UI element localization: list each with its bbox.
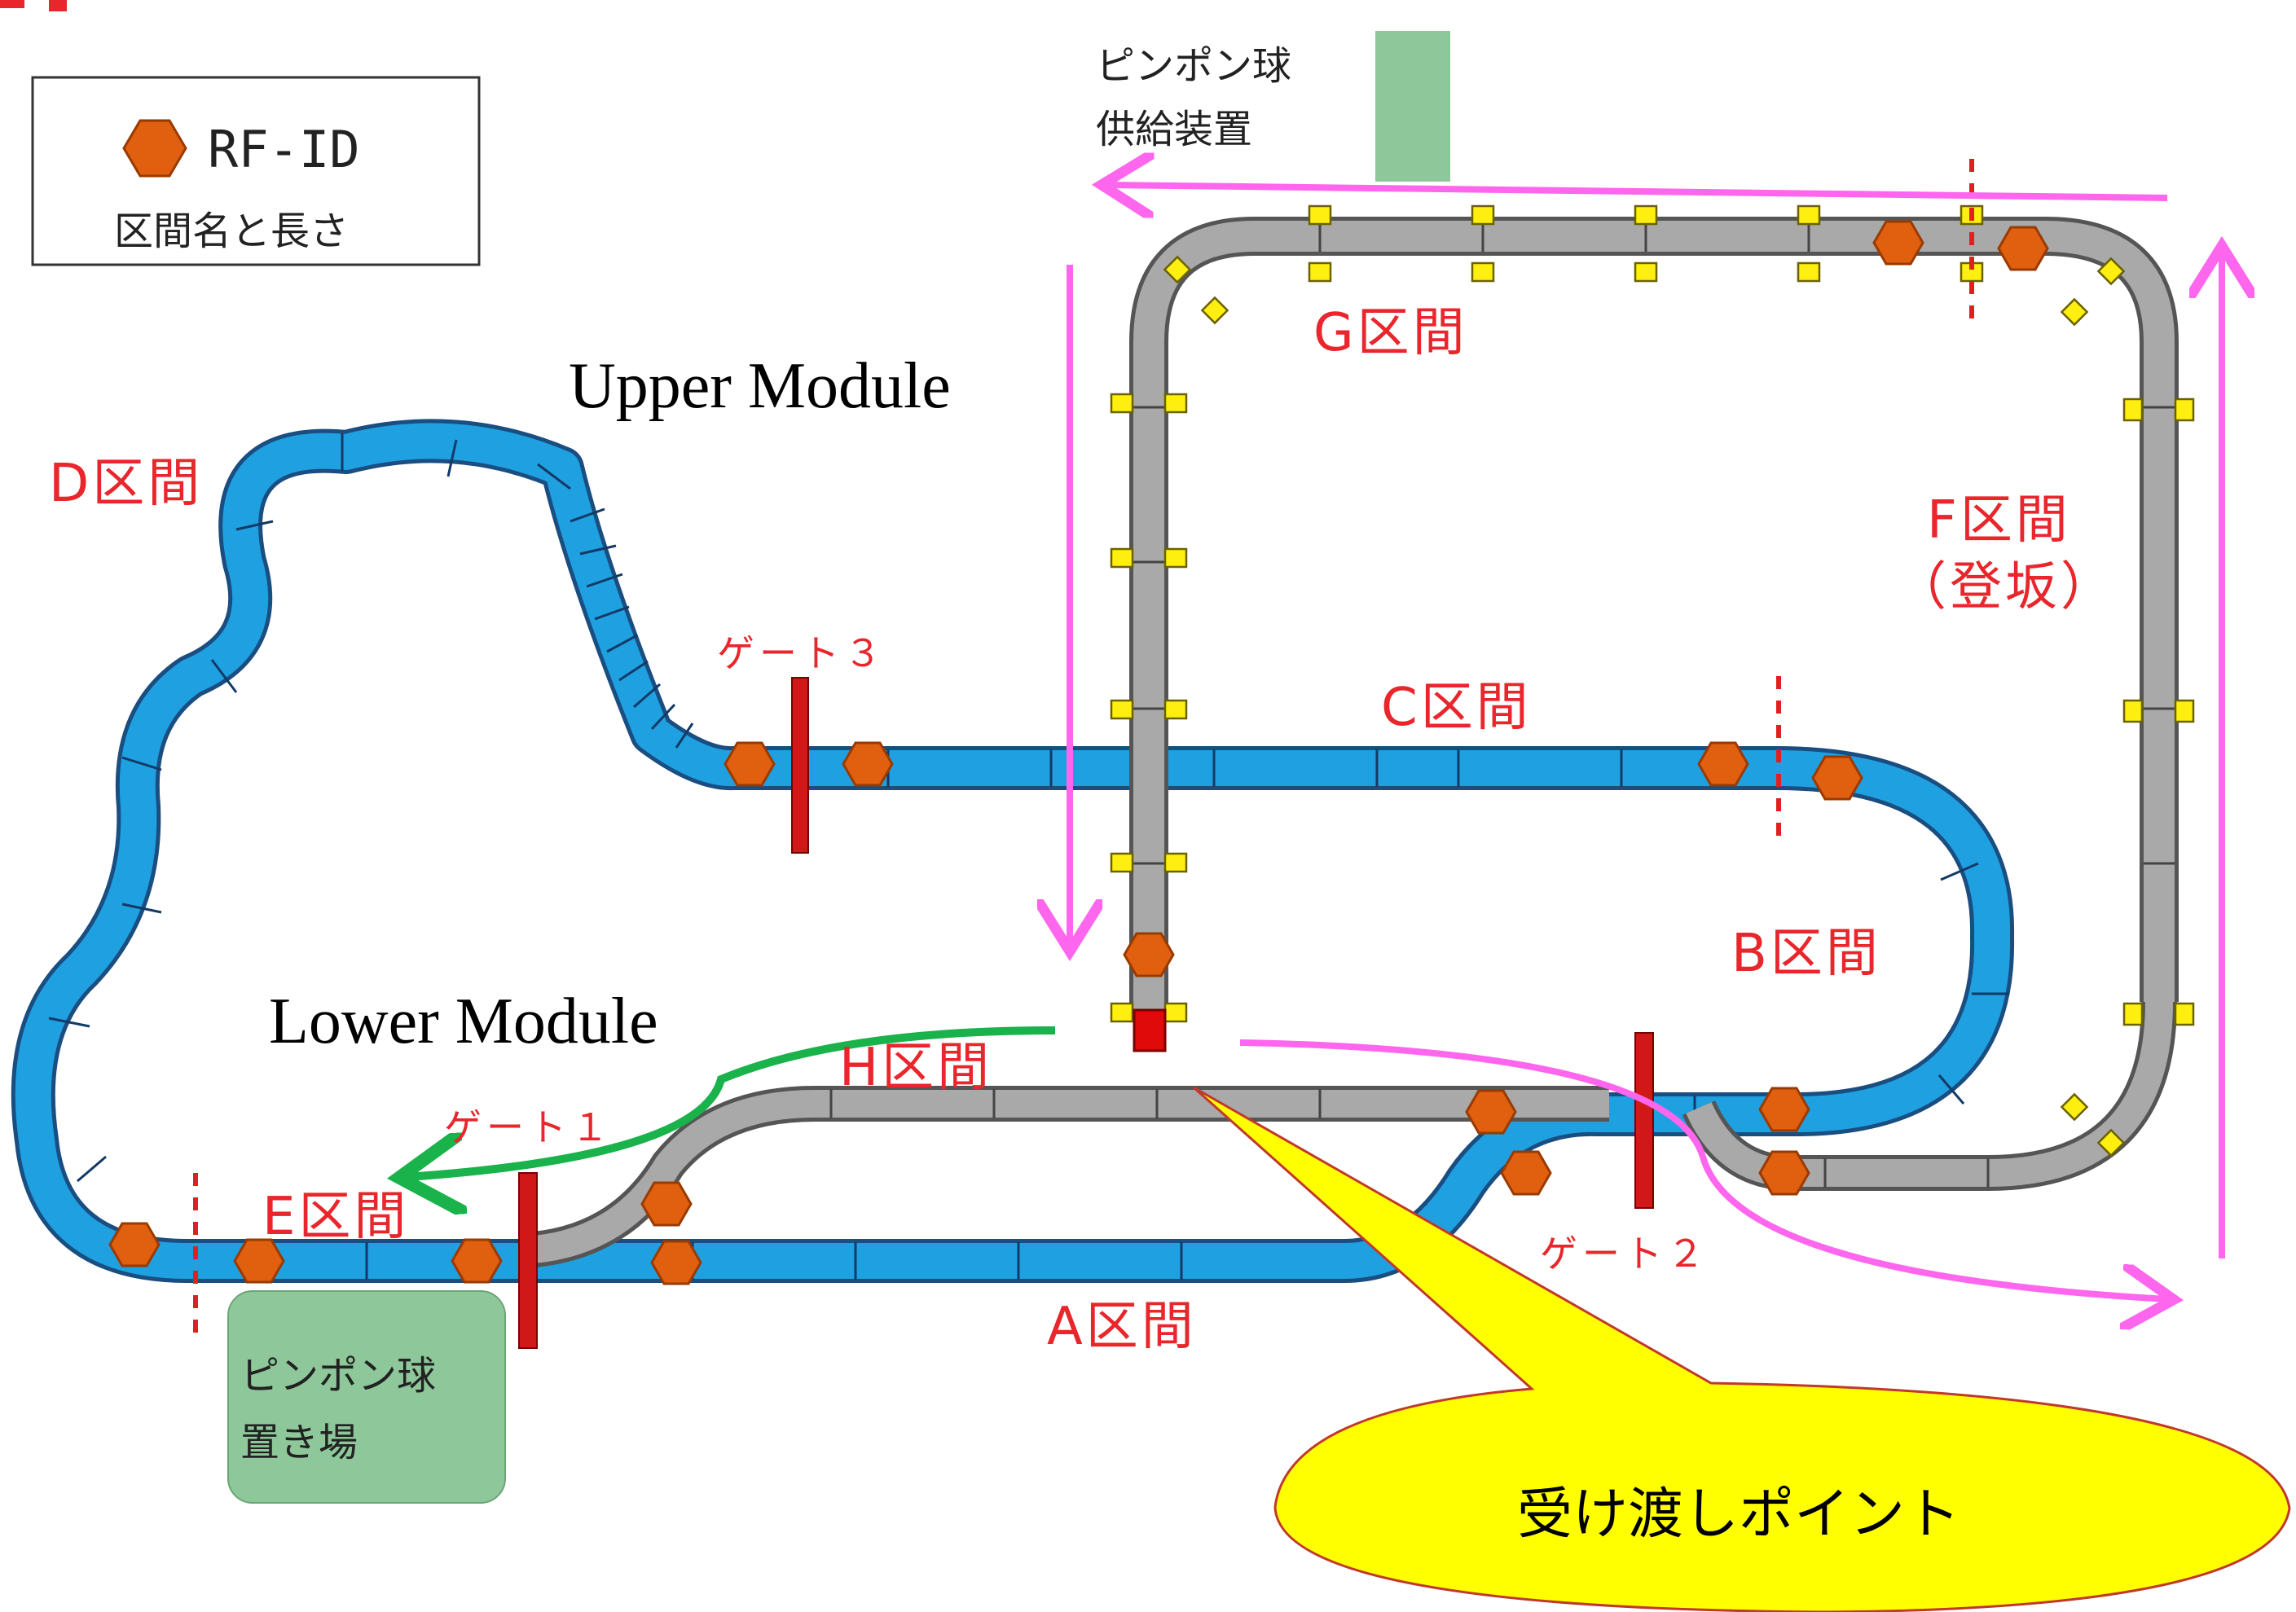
rfid-tag — [1500, 1150, 1552, 1196]
section-e-label: E区間 — [262, 1187, 409, 1247]
h-section-track — [520, 1001, 2177, 1268]
section-a-label: A区間 — [1047, 1297, 1197, 1357]
rfid-tag — [451, 1238, 503, 1284]
cut-header-glyph — [0, 0, 24, 8]
section-g-label: G区間 — [1313, 303, 1468, 363]
storage-area-line2: 置き場 — [240, 1420, 358, 1465]
storage-area-box — [227, 1290, 506, 1504]
lower-module-label: Lower Module — [269, 986, 658, 1057]
section-f-label: F区間 — [1927, 490, 2071, 551]
rfid-tag — [640, 1181, 693, 1227]
lower-module-flow-arrow — [407, 1026, 1056, 1177]
legend-section-label: 区間名と長さ — [114, 209, 349, 254]
upper-module-label: Upper Module — [569, 350, 951, 422]
gate1-bar — [518, 1172, 538, 1349]
lower-track — [11, 419, 2015, 1283]
section-b-label: B区間 — [1731, 924, 1881, 984]
rfid-tag — [1811, 755, 1863, 801]
rfid-tag — [1465, 1089, 1517, 1135]
rfid-tag — [1758, 1087, 1810, 1132]
legend: RF-ID 区間名と長さ — [31, 76, 481, 266]
rfid-tag — [1997, 226, 2049, 271]
section-d-label: D区間 — [49, 454, 203, 514]
gate2-bar — [1634, 1032, 1654, 1209]
h-section-ticks — [829, 1089, 1990, 1188]
upper-track — [1129, 217, 2179, 1022]
section-h-label: H区間 — [839, 1038, 992, 1098]
rfid-tag — [650, 1240, 702, 1285]
lower-track-body — [15, 423, 2011, 1279]
gates — [518, 677, 1654, 1349]
track-supports — [1110, 204, 2195, 1157]
flow-arrow-handoff — [1239, 1039, 2167, 1299]
section-c-label: C区間 — [1381, 678, 1532, 738]
flow-arrows — [1070, 185, 2222, 1299]
rfid-tag — [1697, 741, 1749, 787]
rfid-tag — [1872, 220, 1924, 266]
supply-device-box — [1375, 31, 1450, 182]
rfid-tag — [233, 1238, 285, 1284]
upper-track-ticks — [1133, 221, 2175, 865]
rfid-tag — [1758, 1150, 1810, 1196]
supply-device-line1: ピンポン球 — [1096, 43, 1291, 89]
legend-box — [31, 76, 481, 266]
flow-arrow-top — [1108, 185, 2168, 198]
callout-text: 受け渡しポイント — [1517, 1482, 1960, 1547]
rfid-tag — [724, 741, 776, 787]
supply-device-line2: 供給装置 — [1096, 107, 1252, 152]
rfid-tag — [842, 741, 894, 787]
legend-rfid-icon — [122, 119, 187, 178]
gate3-label: ゲート３ — [717, 631, 886, 675]
section-separators — [193, 159, 1974, 1336]
callout-shape — [1193, 1086, 2291, 1612]
gate2-label: ゲート２ — [1540, 1232, 1709, 1276]
transfer-point-block — [1133, 1008, 1167, 1052]
storage-area-line1: ピンポン球 — [240, 1353, 436, 1399]
rfid-tags — [108, 220, 2049, 1285]
cut-header-glyph-2 — [49, 0, 67, 11]
gate1-label: ゲート１ — [444, 1105, 614, 1149]
legend-rfid-label: RF-ID — [208, 120, 360, 179]
section-f-sub-label: （登坂） — [1894, 557, 2116, 617]
gate3-bar — [791, 677, 809, 854]
rfid-tag — [1123, 932, 1175, 977]
rfid-tag — [108, 1222, 161, 1267]
handoff-callout: 受け渡しポイント — [1193, 1086, 2291, 1612]
